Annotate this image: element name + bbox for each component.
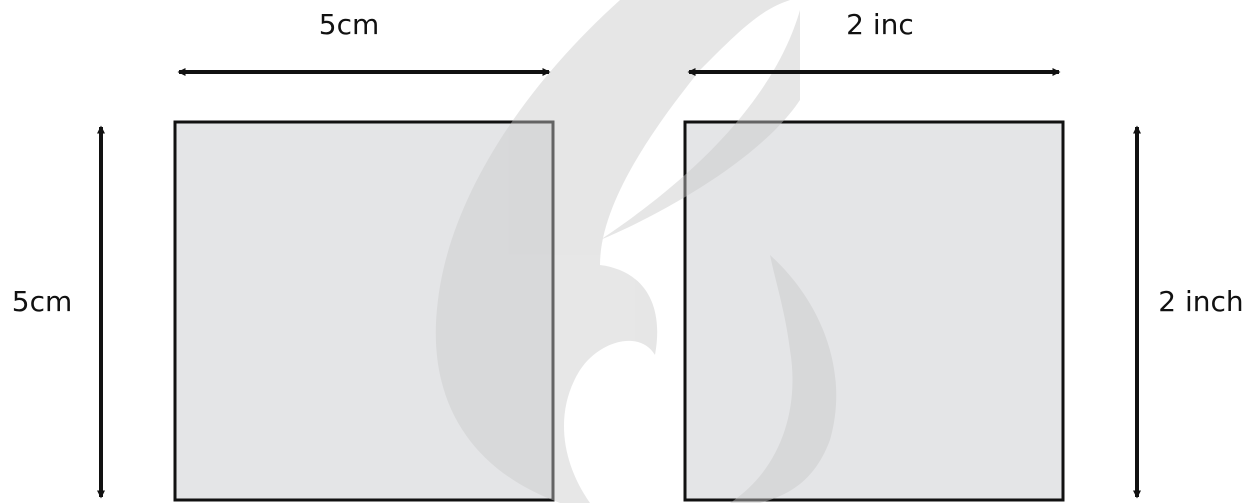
- left-top-dimension-label: 5cm: [319, 8, 379, 41]
- right-square: [683, 120, 1065, 502]
- left-square: [173, 120, 555, 502]
- right-side-dimension-label: 2 inch: [1158, 285, 1243, 318]
- flame-logo-icon: [435, 0, 837, 503]
- right-top-dimension-label: 2 inc: [846, 8, 914, 41]
- left-side-dimension-label: 5cm: [12, 285, 72, 318]
